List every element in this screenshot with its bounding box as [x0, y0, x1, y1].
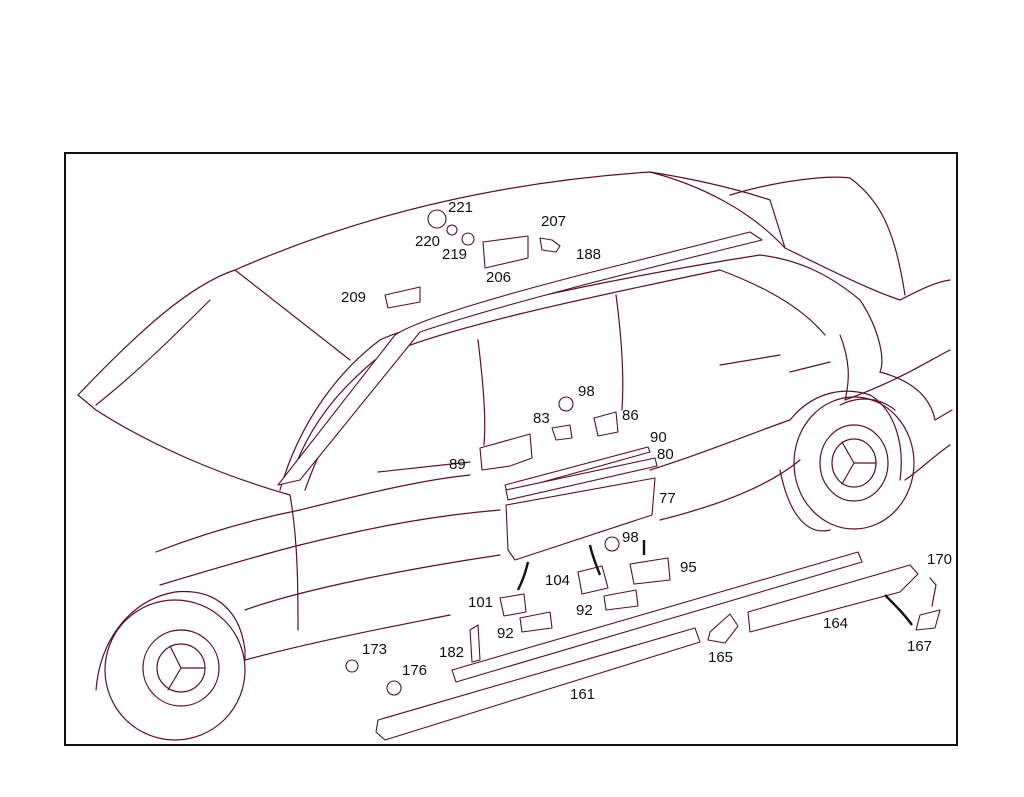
front-wheel: [104, 599, 246, 741]
callout-221: 221: [448, 199, 474, 216]
callout-98-lower: 98: [622, 529, 639, 546]
callout-83: 83: [533, 410, 550, 427]
callout-176: 176: [402, 662, 428, 679]
callout-98-upper: 98: [578, 383, 595, 400]
callout-207: 207: [541, 213, 567, 230]
callout-170: 170: [927, 551, 953, 568]
callout-92-left: 92: [497, 625, 514, 642]
callout-104: 104: [545, 572, 571, 589]
roof-fasteners: [384, 209, 561, 309]
sill-mouldings: [345, 551, 941, 741]
door-moulding-parts: [479, 396, 671, 633]
callout-92-right: 92: [576, 602, 593, 619]
callout-80: 80: [657, 446, 674, 463]
roof-moulding-rail: [277, 231, 763, 486]
callout-90: 90: [650, 429, 667, 446]
callout-173: 173: [362, 641, 388, 658]
callout-101: 101: [468, 594, 494, 611]
callout-165: 165: [708, 649, 734, 666]
callout-161: 161: [570, 686, 596, 703]
callout-164: 164: [823, 615, 849, 632]
callout-77: 77: [659, 490, 676, 507]
leader-arrows: [516, 540, 913, 626]
callout-188: 188: [576, 246, 602, 263]
callout-182: 182: [439, 644, 465, 661]
callout-95: 95: [680, 559, 697, 576]
callout-219: 219: [442, 246, 468, 263]
rear-wheel: [793, 396, 915, 530]
callout-206: 206: [486, 269, 512, 286]
callout-209: 209: [341, 289, 367, 306]
callout-220: 220: [415, 233, 441, 250]
diagram-frame: [64, 152, 958, 746]
callout-89: 89: [449, 456, 466, 473]
callout-86: 86: [622, 407, 639, 424]
callout-167: 167: [907, 638, 933, 655]
